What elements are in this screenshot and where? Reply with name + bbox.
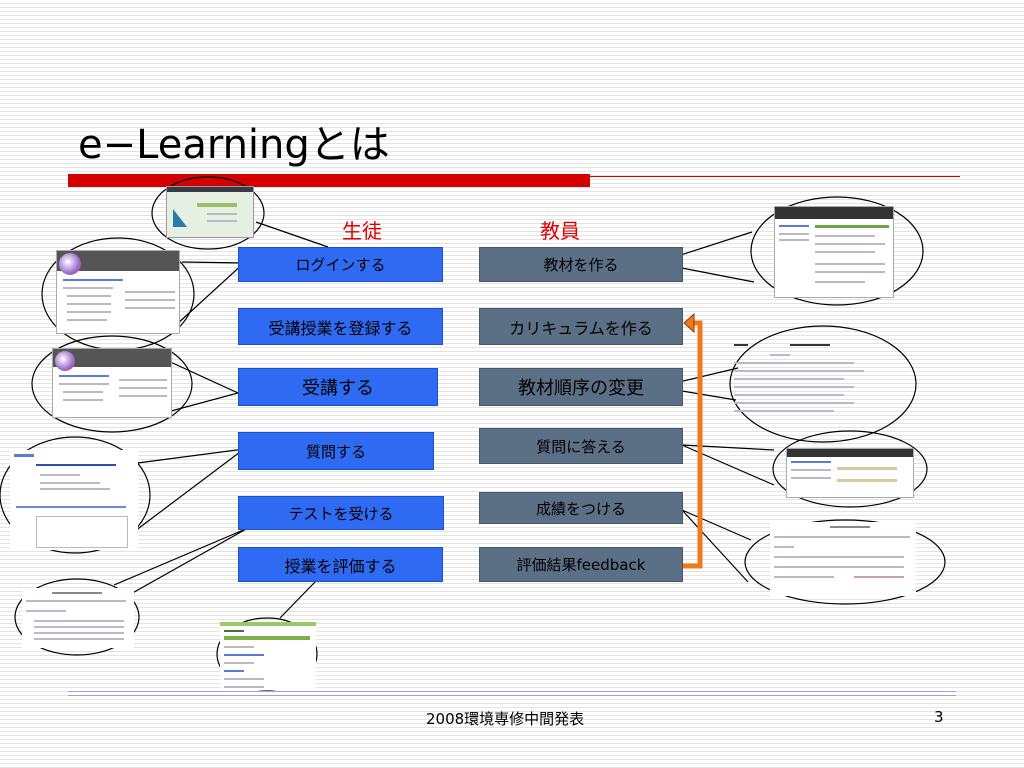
teacher-item-label: 教材を作る bbox=[543, 256, 619, 274]
callout-ellipse-question bbox=[0, 436, 151, 554]
callout-ellipse-login bbox=[151, 176, 265, 250]
teacher-item-change-order: 教材順序の変更 bbox=[479, 368, 683, 406]
callout-ellipse-evaluate bbox=[216, 617, 318, 691]
page-number: 3 bbox=[934, 708, 944, 726]
footer-rule-top bbox=[68, 691, 956, 692]
callout-ellipse-order bbox=[729, 325, 917, 443]
screenshot-attend bbox=[52, 348, 172, 418]
student-item-question: 質問する bbox=[238, 432, 434, 470]
pointer-register bbox=[175, 261, 246, 326]
callout-ellipse-create bbox=[750, 196, 924, 306]
screenshot-question bbox=[10, 450, 138, 550]
screenshot-register bbox=[56, 250, 180, 334]
footer-text: 2008環境専修中間発表 bbox=[426, 710, 585, 728]
student-item-label: 授業を評価する bbox=[284, 556, 397, 576]
callout-ellipse-answer bbox=[772, 430, 928, 508]
student-item-test: テストを受ける bbox=[238, 496, 444, 530]
teacher-item-label: 成績をつける bbox=[535, 499, 626, 518]
student-item-label: 受講授業を登録する bbox=[268, 318, 413, 338]
teacher-item-create-curriculum: カリキュラムを作る bbox=[479, 308, 683, 345]
student-item-label: 質問する bbox=[305, 442, 366, 461]
teacher-item-create-material: 教材を作る bbox=[479, 247, 683, 282]
student-item-label: テストを受ける bbox=[288, 504, 394, 523]
student-item-evaluate: 授業を評価する bbox=[238, 547, 443, 582]
student-item-label: ログインする bbox=[295, 256, 386, 274]
pointer-question bbox=[129, 448, 247, 532]
screenshot-login bbox=[166, 186, 254, 238]
pointer-grade bbox=[681, 509, 752, 583]
screenshot-order bbox=[730, 340, 880, 430]
student-column-heading: 生徒 bbox=[342, 219, 382, 243]
footer-rule-bottom bbox=[68, 695, 956, 696]
callout-ellipse-test bbox=[14, 578, 140, 656]
teacher-item-label: 教材順序の変更 bbox=[518, 378, 644, 399]
callout-ellipse-attend bbox=[31, 335, 193, 433]
teacher-item-grade: 成績をつける bbox=[479, 492, 683, 524]
teacher-item-label: カリキュラムを作る bbox=[509, 318, 653, 338]
pointer-login bbox=[255, 221, 329, 248]
pointer-evaluate bbox=[279, 580, 317, 619]
feedback-arrow-icon bbox=[683, 320, 703, 569]
screenshot-create bbox=[774, 206, 894, 298]
screenshot-poll bbox=[220, 622, 316, 690]
student-item-label: 受講する bbox=[302, 378, 374, 399]
teacher-item-label: 評価結果feedback bbox=[516, 556, 646, 574]
callout-ellipse-grade bbox=[744, 519, 946, 605]
pointer-answer bbox=[681, 444, 775, 486]
slide-title: e−Learningとは bbox=[78, 122, 390, 168]
screenshot-grade bbox=[770, 522, 916, 596]
title-thin-rule bbox=[590, 176, 960, 177]
teacher-item-feedback: 評価結果feedback bbox=[479, 547, 683, 582]
student-item-attend: 受講する bbox=[238, 368, 438, 406]
student-item-register: 受講授業を登録する bbox=[238, 308, 443, 345]
teacher-column-heading: 教員 bbox=[540, 219, 580, 243]
screenshot-answer bbox=[786, 448, 914, 498]
student-item-login: ログインする bbox=[238, 247, 443, 282]
screenshot-test bbox=[22, 588, 134, 648]
teacher-item-answer-question: 質問に答える bbox=[479, 428, 683, 464]
teacher-item-label: 質問に答える bbox=[536, 437, 626, 456]
